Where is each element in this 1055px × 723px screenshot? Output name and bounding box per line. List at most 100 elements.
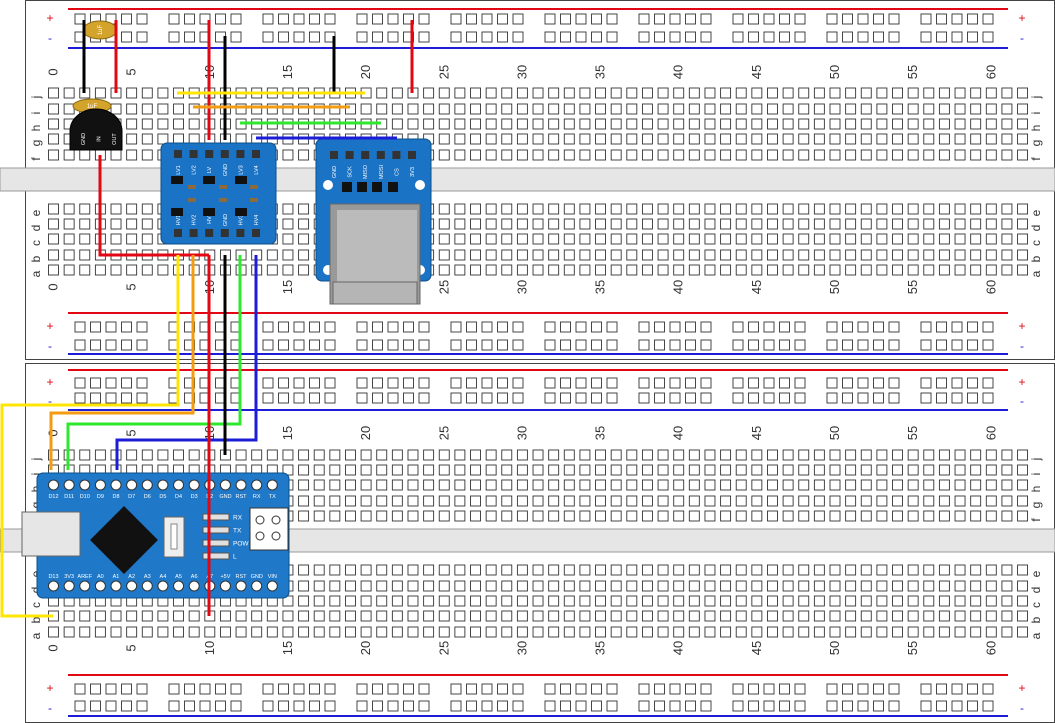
hole [438,118,450,130]
rail-hole [794,31,806,43]
hole [985,510,997,522]
hole [735,564,747,576]
rail-hole [466,13,477,25]
hole [767,103,778,115]
hole [970,510,982,522]
rail-hole [324,392,336,404]
rail-hole [293,13,305,25]
hole [1001,218,1013,230]
hole [626,218,638,230]
hole [266,249,278,261]
wires [0,20,414,618]
hole [938,495,950,507]
hole [954,203,966,215]
hole [845,149,857,161]
hole [48,103,59,115]
column-number: 25 [436,641,451,655]
hole [298,249,310,261]
rail-minus-label: - [48,701,52,715]
column-number: 50 [827,426,842,440]
rail-hole [293,321,305,333]
hole [735,218,747,230]
rail-hole [356,321,368,333]
hole [829,626,841,638]
hole [360,610,372,622]
column-number: 35 [593,65,608,79]
hole [657,479,669,491]
hole [798,203,810,215]
hole [751,103,763,115]
rail-hole [497,392,508,404]
rail-hole [748,321,759,333]
hole [579,103,591,115]
rail-hole [512,683,524,695]
hole [516,626,528,638]
rail-hole [262,377,274,389]
column-number: 40 [671,65,686,79]
hole [282,103,294,115]
row-letter: f [29,157,43,161]
hole [798,264,810,276]
transistor [203,208,215,216]
rail-hole [497,13,508,25]
rail-hole [309,31,320,43]
hole [79,449,91,461]
hole [907,149,919,161]
hole [829,610,841,622]
hole [688,564,700,576]
hole [360,595,372,607]
hole [501,449,513,461]
hole [110,203,122,215]
hole [516,103,528,115]
rail-hole [466,377,477,389]
hole [407,626,419,638]
hole [720,264,732,276]
hole [63,610,75,622]
row-letter: e [29,570,43,577]
hole [798,626,810,638]
hole [954,580,966,592]
hole [954,564,966,576]
hole [688,103,700,115]
hole [938,626,950,638]
rail-hole [700,31,712,43]
nano-pin [110,479,122,491]
hole [907,449,919,461]
rail-hole [105,683,117,695]
hole [485,626,497,638]
hole [720,218,732,230]
hole [360,449,372,461]
hole [516,249,528,261]
hole [845,464,857,476]
hole [907,249,919,261]
rail-hole [638,31,650,43]
hole [970,203,982,215]
rail-hole [732,700,744,712]
rail-hole [936,321,947,333]
column-number: 55 [905,641,920,655]
hole [485,203,497,215]
rail-hole [951,13,963,25]
hole [704,479,716,491]
hole [63,218,75,230]
hole [673,249,685,261]
rail-hole [936,13,947,25]
hole [704,564,716,576]
nano-pin-label: 3V3 [64,574,74,580]
pin-label: MOSI [379,165,385,180]
rail-hole [105,339,117,351]
hole [360,495,372,507]
hole [954,479,966,491]
resistor [219,185,227,189]
rail-hole [387,321,399,333]
hole [626,564,638,576]
hole [298,149,310,161]
rail-hole [262,683,274,695]
hole [845,479,857,491]
nano-pin [188,479,200,491]
hole [813,449,825,461]
hole [860,233,872,245]
rail-hole [638,13,650,25]
hole [391,118,403,130]
hole [610,118,622,130]
